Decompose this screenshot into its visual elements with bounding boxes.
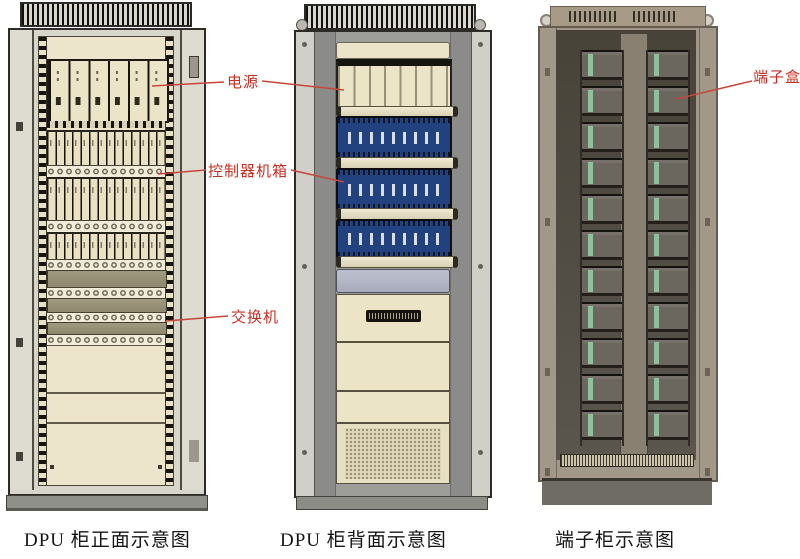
cabinet-interior (556, 30, 696, 467)
blank-filler-panel (47, 345, 165, 485)
card-guide-rail (47, 121, 165, 128)
controller-card-row-3 (47, 232, 165, 262)
left-mounting-rail (39, 37, 47, 485)
label-power: 电源 (227, 75, 260, 91)
left-inner-column (315, 32, 336, 496)
switch-panel-middle (47, 298, 167, 313)
cabinet-base (542, 478, 712, 505)
right-mounting-rail (165, 37, 173, 485)
cabinet-body (538, 26, 718, 482)
cabinet-base (6, 495, 208, 511)
terminal-strip-leds (588, 50, 593, 446)
right-frame-column (699, 28, 716, 480)
blank-rear-panel-1 (336, 342, 450, 391)
terminal-strip-leds (654, 50, 659, 446)
left-frame-rail (10, 30, 34, 490)
cabinet-body (8, 28, 206, 496)
figure-terminal-cabinet (538, 4, 718, 505)
left-frame-column (540, 28, 557, 480)
shelf-rail (336, 256, 458, 268)
power-supply-modules (47, 59, 169, 123)
controller-chassis-rear-3 (336, 219, 452, 259)
terminal-box-column-right (646, 50, 690, 446)
terminal-box-column-left (580, 50, 624, 446)
controller-card-row-2 (47, 177, 165, 223)
panel-seam (47, 392, 165, 394)
top-vent-grille (304, 4, 476, 30)
blank-rear-panel-2 (336, 391, 450, 423)
panel-seam (47, 422, 165, 424)
right-frame-column (471, 32, 490, 496)
controller-chassis-rear-1 (336, 116, 452, 159)
vent-slot (569, 11, 619, 22)
left-frame-column (296, 32, 315, 496)
top-filler-strip (336, 42, 450, 59)
rear-cover-panel (336, 269, 450, 293)
label-terminal-box: 端子盒 (753, 70, 800, 86)
switch-panel-upper (47, 270, 167, 288)
bottom-terminal-strip (560, 454, 694, 467)
top-vent-grille (20, 2, 192, 27)
right-frame-rail (180, 30, 204, 490)
top-vent-band (550, 6, 706, 28)
caption-dpu-front: DPU 柜正面示意图 (24, 530, 191, 551)
figure-dpu-front-cabinet (6, 2, 208, 511)
caption-terminal-cabinet: 端子柜示意图 (555, 530, 676, 551)
perforated-mesh (345, 428, 441, 479)
center-divider-rail (620, 34, 648, 454)
vent-panel (336, 423, 450, 484)
terminal-connector-strip (366, 310, 421, 322)
controller-card-row-1 (47, 130, 165, 168)
vent-slot (633, 11, 677, 22)
equipment-column (336, 42, 458, 484)
figure-dpu-back-cabinet (294, 4, 492, 510)
cabinet-body (294, 30, 492, 498)
caption-dpu-back: DPU 柜背面示意图 (280, 530, 447, 551)
power-supply-rear-panel (336, 59, 452, 114)
label-controller: 控制器机箱 (208, 164, 289, 180)
cabinet-base (296, 496, 488, 510)
cabinet-interior (38, 36, 174, 486)
controller-chassis-rear-2 (336, 168, 452, 211)
connector-panel (336, 294, 450, 342)
label-switch: 交换机 (231, 310, 280, 326)
